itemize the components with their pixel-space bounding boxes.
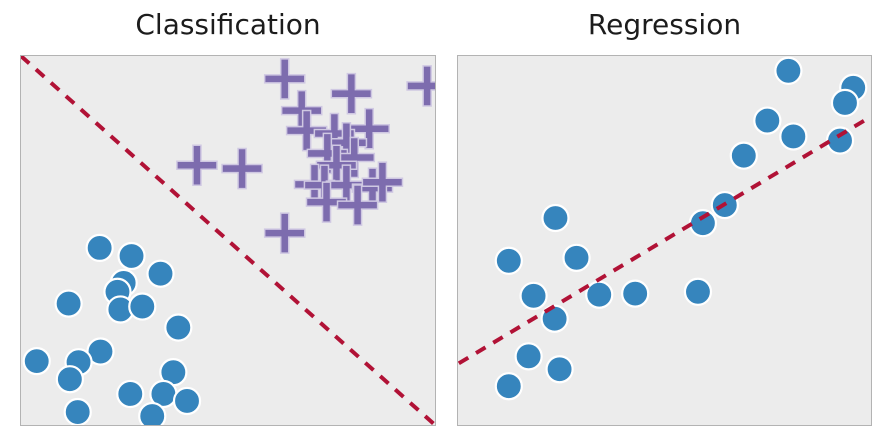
data-point-circle [779, 122, 808, 151]
data-point-circle [117, 241, 146, 271]
data-point-circle [116, 379, 145, 409]
data-point-circle [621, 279, 650, 308]
data-point-circle [753, 106, 782, 135]
data-point-circle [172, 386, 202, 416]
data-point-circle [541, 203, 570, 233]
data-point-circle [825, 126, 855, 155]
data-point-plus [348, 107, 390, 150]
data-point-plus [263, 212, 306, 254]
data-point-circle [830, 88, 860, 118]
data-point-plus [361, 161, 404, 204]
data-point-circle [85, 233, 114, 263]
data-point-circle [146, 259, 175, 288]
data-point-circle [138, 401, 167, 425]
data-point-plus [263, 58, 306, 100]
data-point-circle [63, 397, 92, 425]
data-point-circle [55, 365, 84, 394]
data-point-circle [164, 313, 193, 342]
data-point-plus [325, 121, 368, 164]
data-point-circle [54, 289, 83, 318]
data-point-circle [514, 342, 543, 371]
data-point-circle [22, 346, 51, 376]
regression-title: Regression [587, 8, 742, 41]
data-point-circle [519, 281, 548, 310]
data-point-circle [729, 141, 758, 170]
regression-plot-area [457, 55, 872, 426]
data-point-circle [585, 280, 614, 309]
regression-chart-svg [458, 56, 871, 401]
data-point-plus [280, 89, 323, 132]
data-point-circle [128, 292, 157, 321]
classification-chart-svg [21, 56, 435, 425]
data-point-plus [221, 147, 263, 190]
data-point-circle [545, 355, 574, 384]
data-point-circle [774, 56, 803, 85]
data-point-circle [683, 277, 713, 306]
data-point-plus [351, 167, 394, 209]
data-point-circle [562, 243, 591, 272]
data-point-circle [688, 209, 718, 238]
data-point-plus [176, 144, 218, 187]
data-point-circle [494, 246, 523, 275]
regression-fit-line [458, 114, 871, 366]
data-point-plus [315, 144, 358, 187]
classification-plot-area [20, 55, 436, 426]
data-point-plus [406, 65, 435, 107]
data-point-circle [494, 372, 523, 401]
data-point-plus [336, 184, 379, 226]
classification-title: Classification [135, 8, 321, 41]
data-point-plus [330, 72, 373, 115]
decision-boundary-line [21, 56, 435, 425]
